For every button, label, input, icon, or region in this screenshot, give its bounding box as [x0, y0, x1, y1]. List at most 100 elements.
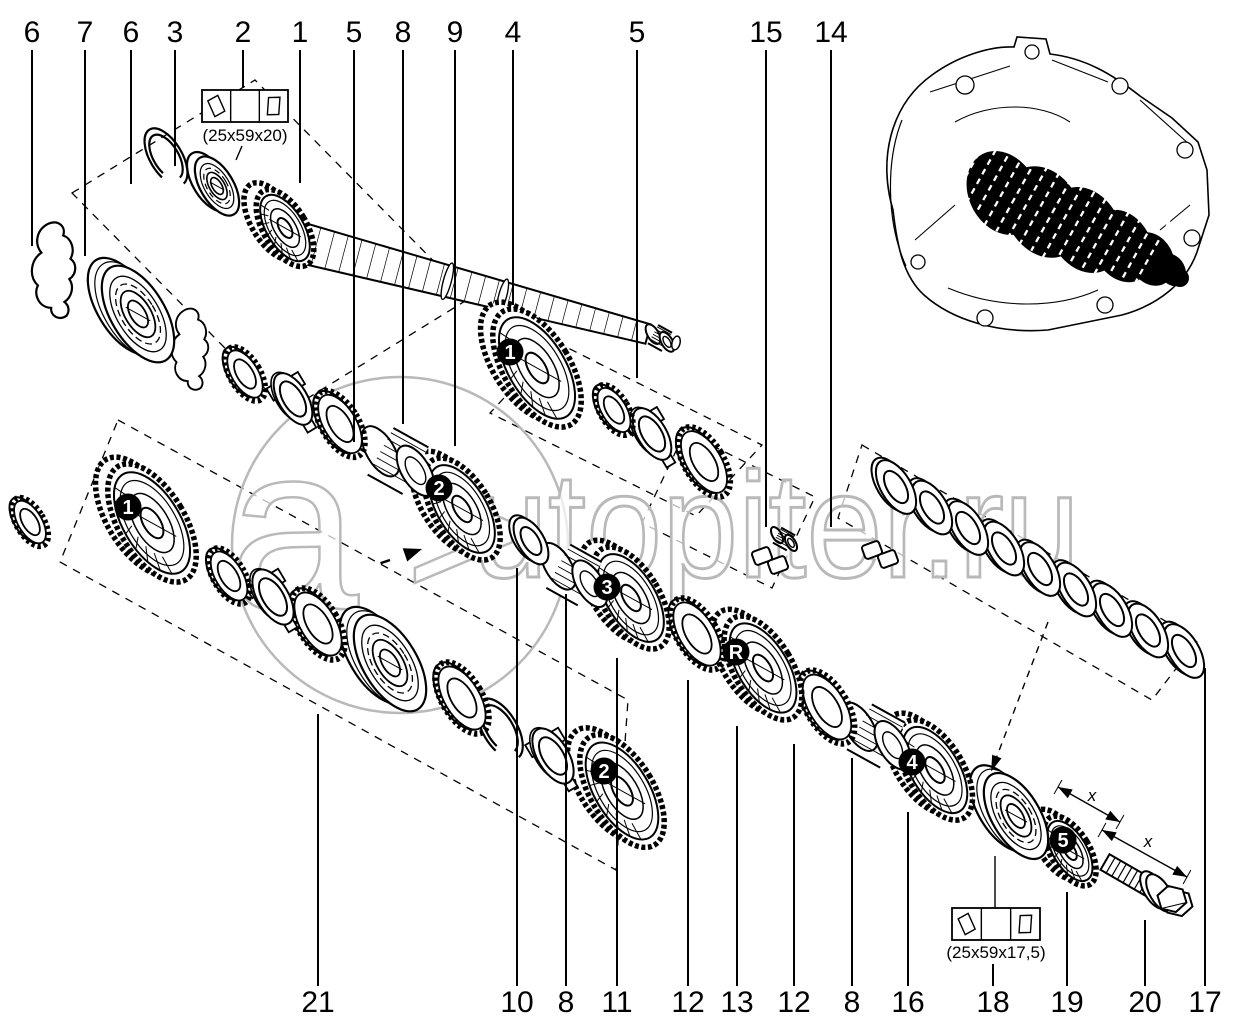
badge-label: 2: [598, 761, 609, 783]
part-ring-12a: [667, 595, 727, 673]
callout-label: 6: [24, 16, 41, 49]
part-ring-a1: [221, 344, 269, 404]
part-needle-8a: [360, 425, 436, 497]
callout-label: 6: [123, 16, 140, 49]
callout-label: 8: [844, 986, 861, 1019]
part-ring-edge: [8, 494, 52, 550]
spec-box-1: (25x59x20): [201, 89, 289, 161]
badge-R: R: [722, 638, 750, 666]
spec-box-label: (25x59x20): [202, 126, 287, 145]
part-ring-b1: [591, 381, 636, 439]
callout-label: 21: [301, 986, 334, 1019]
callout-bottom-8: 8: [558, 594, 575, 1019]
exploded-parts: [8, 127, 1206, 918]
group-box-pins: [641, 431, 816, 589]
callout-bottom-19: 19: [1050, 892, 1084, 1019]
callout-label: 12: [671, 986, 704, 1019]
callout-label: 14: [814, 16, 847, 49]
callout-label: 5: [629, 16, 646, 49]
part-keys-14: [750, 546, 790, 575]
badge-label: R: [729, 642, 744, 664]
callout-top-5: 5: [346, 16, 363, 442]
part-bearing-7: [86, 256, 176, 364]
group-box-washers-17: [837, 444, 1199, 701]
callout-label: 12: [777, 986, 810, 1019]
callout-bottom-11: 11: [601, 658, 633, 1019]
callout-label: 15: [749, 16, 782, 49]
dim-tick-label: x: [1143, 832, 1153, 851]
part-ring-b2: [624, 405, 677, 469]
badge-label: 1: [122, 497, 133, 519]
watermark-logo-circle: [230, 375, 570, 715]
callout-bottom-13: 13: [720, 726, 754, 1019]
callout-top-4: 4: [505, 16, 522, 305]
badge-label: 5: [1057, 830, 1068, 852]
part-pin-15: [769, 526, 799, 552]
callout-label: 10: [500, 986, 533, 1019]
callout-top-7: 7: [77, 16, 93, 256]
part-bearing-3: [185, 151, 241, 217]
callout-top-3: 3: [167, 16, 184, 166]
part-clip-6a: [30, 221, 77, 319]
dimension-mark-2: x: [1097, 822, 1192, 885]
callout-top-6: 6: [123, 16, 140, 184]
part-ring-a2: [265, 370, 318, 434]
badge-2: 2: [425, 474, 453, 502]
callout-top-9: 9: [447, 16, 464, 446]
part-shim-washers-17: [870, 456, 1206, 679]
callout-label: 4: [505, 16, 522, 49]
callout-top-1: 1: [292, 16, 309, 183]
callout-top-6: 6: [24, 16, 41, 246]
callout-label: 20: [1128, 986, 1161, 1019]
upper-shaft-parts: [30, 127, 1194, 918]
callout-label: 16: [891, 986, 924, 1019]
part-snap-ring-6: [143, 127, 189, 187]
badge-label: 2: [433, 478, 444, 500]
part-bearing-18: [968, 764, 1050, 861]
badge-label: 1: [504, 342, 515, 364]
part-bolt-20: [1099, 852, 1194, 918]
spec-box-label: (25x59x17,5): [946, 943, 1045, 962]
callout-bottom-21: 21: [301, 714, 335, 1019]
part-ring-b3: [674, 424, 734, 500]
callout-label: 9: [447, 16, 464, 49]
badge-2: 2: [590, 757, 618, 785]
callout-label: 3: [167, 16, 184, 49]
part-hub-21: [338, 605, 428, 713]
callout-label: 17: [1188, 986, 1221, 1019]
callout-label: 19: [1050, 986, 1083, 1019]
badge-5: 5: [1049, 826, 1077, 854]
callout-label: 11: [601, 986, 632, 1019]
badge-3: 3: [593, 573, 621, 601]
part-ring-c3: [288, 585, 348, 663]
callout-label: 8: [395, 16, 412, 49]
gearbox-inset: [886, 36, 1210, 332]
callout-top-15: 15: [749, 16, 783, 527]
part-input-shaft-1: [241, 179, 682, 353]
callout-label: 8: [558, 986, 575, 1019]
callout-bottom-18: 18: [976, 964, 1010, 1019]
callout-top-5: 5: [629, 16, 646, 378]
badge-4: 4: [898, 748, 926, 776]
callout-bottom-12: 12: [777, 744, 811, 1019]
part-block-14b: [860, 540, 900, 569]
callout-label: 1: [292, 16, 309, 49]
badge-label: 4: [906, 752, 918, 774]
callout-label: 18: [976, 986, 1009, 1019]
dimension-mark-1: x: [1053, 779, 1125, 830]
badge-1: 1: [114, 493, 142, 521]
callout-top-8: 8: [395, 16, 412, 424]
callout-label: 13: [720, 986, 753, 1019]
callout-bottom-8: 8: [844, 758, 861, 1019]
part-ring-c4: [432, 659, 492, 737]
callout-label: 5: [346, 16, 363, 49]
callout-top-2: 2: [235, 16, 251, 88]
callout-bottom-20: 20: [1128, 920, 1162, 1019]
callout-bottom-10: 10: [500, 568, 534, 1019]
part-ring-12b: [796, 667, 858, 747]
badge-label: 3: [601, 577, 612, 599]
inset-gear-cluster: [948, 113, 1189, 303]
